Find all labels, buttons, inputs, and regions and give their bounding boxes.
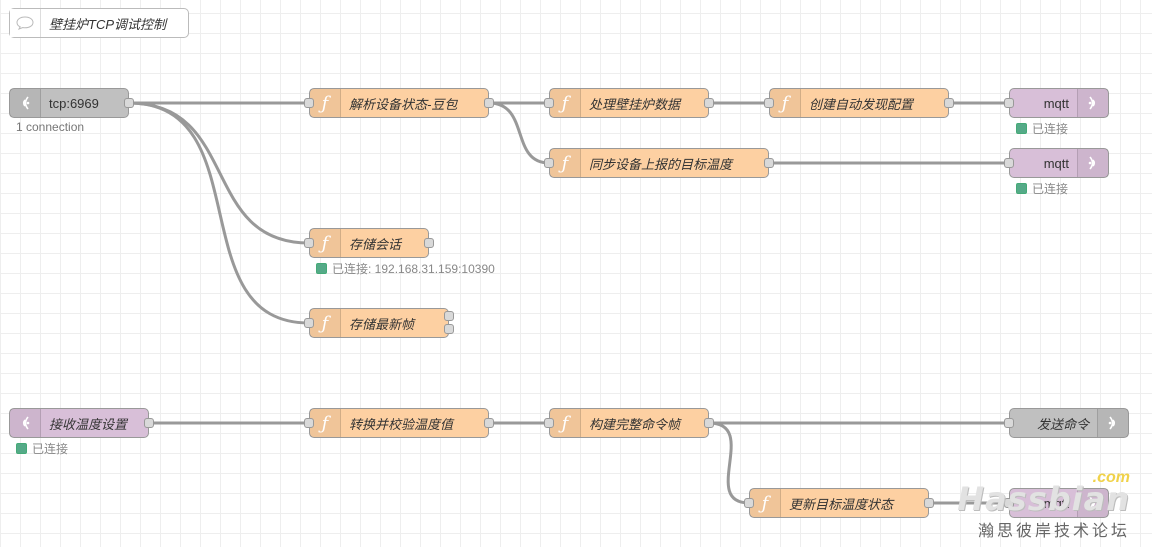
mqtt-out-node-1[interactable]: mqtt <box>1009 88 1109 118</box>
mqtt-out-2-input-port[interactable] <box>1004 158 1014 168</box>
connected-status-dot <box>316 263 327 274</box>
sync-target-temp-label: 同步设备上报的目标温度 <box>589 156 733 172</box>
wireless-icon <box>1097 409 1128 437</box>
watermark-brand: Hassbian <box>957 480 1130 518</box>
mqtt-out-label-3: mqtt <box>1043 495 1069 511</box>
store-latest-frame-input-port[interactable] <box>304 318 314 328</box>
hassbian-watermark: .com Hassbian 瀚思彼岸技术论坛 <box>957 469 1130 541</box>
connected-status-dot <box>16 443 27 454</box>
sync-target-temp-node[interactable]: ƒ 同步设备上报的目标温度 <box>549 148 769 178</box>
process-boiler-input-port[interactable] <box>544 98 554 108</box>
connected-status-dot <box>1016 183 1027 194</box>
function-icon: ƒ <box>310 309 341 337</box>
send-command-label: 发送命令 <box>1036 416 1089 432</box>
mqtt-out-3-input-port[interactable] <box>1004 498 1014 508</box>
create-discovery-input-port[interactable] <box>764 98 774 108</box>
convert-validate-label: 转换并校验温度值 <box>349 416 454 432</box>
mqtt-out-label-2: mqtt <box>1043 155 1069 171</box>
wireless-icon <box>1077 489 1108 517</box>
build-command-input-port[interactable] <box>544 418 554 428</box>
create-discovery-label: 创建自动发现配置 <box>809 96 914 112</box>
sync-target-temp-input-port[interactable] <box>544 158 554 168</box>
parse-status-output-port[interactable] <box>484 98 494 108</box>
speech-bubble-icon <box>10 9 41 37</box>
wire <box>708 421 750 505</box>
update-target-state-label: 更新目标温度状态 <box>789 496 894 512</box>
store-session-input-port[interactable] <box>304 238 314 248</box>
function-icon: ƒ <box>550 409 581 437</box>
update-target-state-input-port[interactable] <box>744 498 754 508</box>
mqtt-out-node-3[interactable]: mqtt <box>1009 488 1109 518</box>
send-command-input-port[interactable] <box>1004 418 1014 428</box>
mqtt-in-temp-label: 接收温度设置 <box>49 416 128 432</box>
parse-status-label: 解析设备状态-豆包 <box>349 96 458 112</box>
watermark-forum: 瀚思彼岸技术论坛 <box>977 521 1130 540</box>
parse-status-input-port[interactable] <box>304 98 314 108</box>
store-session-status-text: 已连接: 192.168.31.159:10390 <box>332 262 495 276</box>
store-latest-frame-output-port-2[interactable] <box>444 324 454 334</box>
store-session-node[interactable]: ƒ 存储会话 <box>309 228 429 258</box>
create-discovery-node[interactable]: ƒ 创建自动发现配置 <box>769 88 949 118</box>
mqtt-out-label-1: mqtt <box>1043 95 1069 111</box>
function-icon: ƒ <box>770 89 801 117</box>
store-session-label: 存储会话 <box>349 236 402 252</box>
create-discovery-output-port[interactable] <box>944 98 954 108</box>
function-icon: ƒ <box>310 89 341 117</box>
comment-label: 壁挂炉TCP调试控制 <box>49 16 167 32</box>
convert-validate-output-port[interactable] <box>484 418 494 428</box>
wire <box>128 101 310 245</box>
build-command-label: 构建完整命令帧 <box>589 416 681 432</box>
tcp-in-output-port[interactable] <box>124 98 134 108</box>
store-latest-frame-output-port-1[interactable] <box>444 311 454 321</box>
comment-node[interactable]: 壁挂炉TCP调试控制 <box>9 8 189 38</box>
function-icon: ƒ <box>310 409 341 437</box>
wire <box>488 101 550 165</box>
wireless-icon <box>1077 89 1108 117</box>
process-boiler-node[interactable]: ƒ 处理壁挂炉数据 <box>549 88 709 118</box>
send-command-node[interactable]: 发送命令 <box>1009 408 1129 438</box>
function-icon: ƒ <box>310 229 341 257</box>
build-command-node[interactable]: ƒ 构建完整命令帧 <box>549 408 709 438</box>
update-target-state-node[interactable]: ƒ 更新目标温度状态 <box>749 488 929 518</box>
wireless-icon <box>10 409 41 437</box>
wireless-icon <box>1077 149 1108 177</box>
store-latest-frame-node[interactable]: ƒ 存储最新帧 <box>309 308 449 338</box>
wireless-icon <box>10 89 41 117</box>
store-session-status: 已连接: 192.168.31.159:10390 <box>316 260 495 277</box>
function-icon: ƒ <box>750 489 781 517</box>
process-boiler-output-port[interactable] <box>704 98 714 108</box>
mqtt-out-2-status: 已连接 <box>1016 180 1068 197</box>
mqtt-in-temp-output-port[interactable] <box>144 418 154 428</box>
tcp-in-node[interactable]: tcp:6969 <box>9 88 129 118</box>
mqtt-out-1-input-port[interactable] <box>1004 98 1014 108</box>
mqtt-out-1-status-text: 已连接 <box>1032 122 1069 136</box>
mqtt-in-temp-status-text: 已连接 <box>32 442 69 456</box>
function-icon: ƒ <box>550 89 581 117</box>
build-command-output-port[interactable] <box>704 418 714 428</box>
mqtt-out-1-status: 已连接 <box>1016 120 1068 137</box>
tcp-in-connection-count: 1 connection <box>16 120 85 134</box>
process-boiler-label: 处理壁挂炉数据 <box>589 96 681 112</box>
function-icon: ƒ <box>550 149 581 177</box>
mqtt-out-node-2[interactable]: mqtt <box>1009 148 1109 178</box>
mqtt-in-temp-status: 已连接 <box>16 440 68 457</box>
parse-status-node[interactable]: ƒ 解析设备状态-豆包 <box>309 88 489 118</box>
convert-validate-input-port[interactable] <box>304 418 314 428</box>
convert-validate-node[interactable]: ƒ 转换并校验温度值 <box>309 408 489 438</box>
wire <box>128 101 310 325</box>
update-target-state-output-port[interactable] <box>924 498 934 508</box>
mqtt-in-temp-node[interactable]: 接收温度设置 <box>9 408 149 438</box>
connected-status-dot <box>1016 123 1027 134</box>
watermark-domain: .com <box>1092 469 1130 486</box>
mqtt-out-2-status-text: 已连接 <box>1032 182 1069 196</box>
store-latest-frame-label: 存储最新帧 <box>349 316 415 332</box>
store-session-output-port[interactable] <box>424 238 434 248</box>
sync-target-temp-output-port[interactable] <box>764 158 774 168</box>
tcp-in-label: tcp:6969 <box>49 95 99 111</box>
